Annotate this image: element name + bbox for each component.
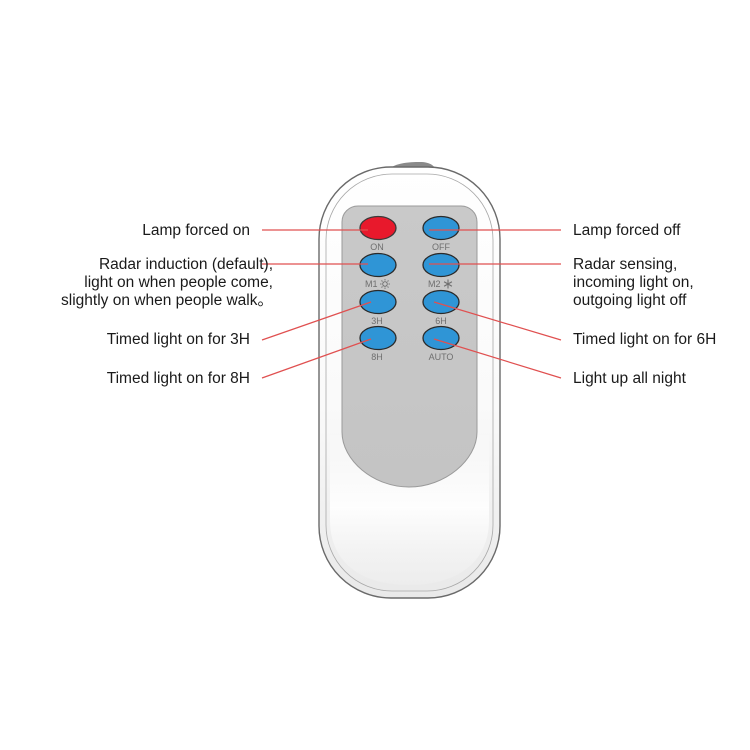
button-3h-caption: 3H [371, 316, 383, 326]
leader-line-timed-8h [261, 338, 372, 379]
label-lamp-forced-on: Lamp forced on [142, 222, 250, 239]
button-3h[interactable]: 3H [359, 289, 397, 327]
button-off-shape[interactable] [422, 215, 460, 241]
button-on[interactable]: ON [359, 215, 397, 253]
button-auto-caption: AUTO [429, 352, 454, 362]
button-6h[interactable]: 6H [422, 289, 460, 327]
remote-inner-edge [325, 173, 494, 592]
button-m1-shape[interactable] [359, 252, 397, 278]
button-m1[interactable]: M1 [359, 252, 397, 290]
button-on-caption: ON [370, 242, 384, 252]
leader-line-timed-3h [261, 301, 372, 341]
button-m2[interactable]: M2 [422, 252, 460, 290]
label-timed-8h: Timed light on for 8H [106, 370, 250, 387]
button-m2-caption: M2 [428, 279, 441, 289]
button-m2-shape[interactable] [422, 252, 460, 278]
label-lamp-forced-off: Lamp forced off [573, 222, 681, 239]
button-off-caption: OFF [432, 242, 450, 252]
button-8h-caption: 8H [371, 352, 383, 362]
sun-icon [380, 279, 390, 289]
label-radar-induction: Radar induction (default), light on when… [61, 256, 273, 309]
button-3h-shape[interactable] [359, 289, 397, 315]
label-light-up-all-night: Light up all night [573, 370, 686, 387]
button-8h[interactable]: 8H [359, 325, 397, 363]
leader-line-all-night [433, 338, 562, 379]
button-6h-caption: 6H [435, 316, 447, 326]
label-timed-3h: Timed light on for 3H [106, 331, 250, 348]
button-on-shape[interactable] [359, 215, 397, 241]
button-6h-shape[interactable] [422, 289, 460, 315]
button-8h-shape[interactable] [359, 325, 397, 351]
button-auto-shape[interactable] [422, 325, 460, 351]
label-radar-sensing: Radar sensing, incoming light on, outgoi… [573, 256, 694, 309]
label-timed-6h: Timed light on for 6H [573, 331, 717, 348]
snowflake-icon [443, 279, 453, 289]
button-off[interactable]: OFF [422, 215, 460, 253]
leader-line-timed-6h [433, 301, 562, 341]
button-m1-caption: M1 [365, 279, 378, 289]
